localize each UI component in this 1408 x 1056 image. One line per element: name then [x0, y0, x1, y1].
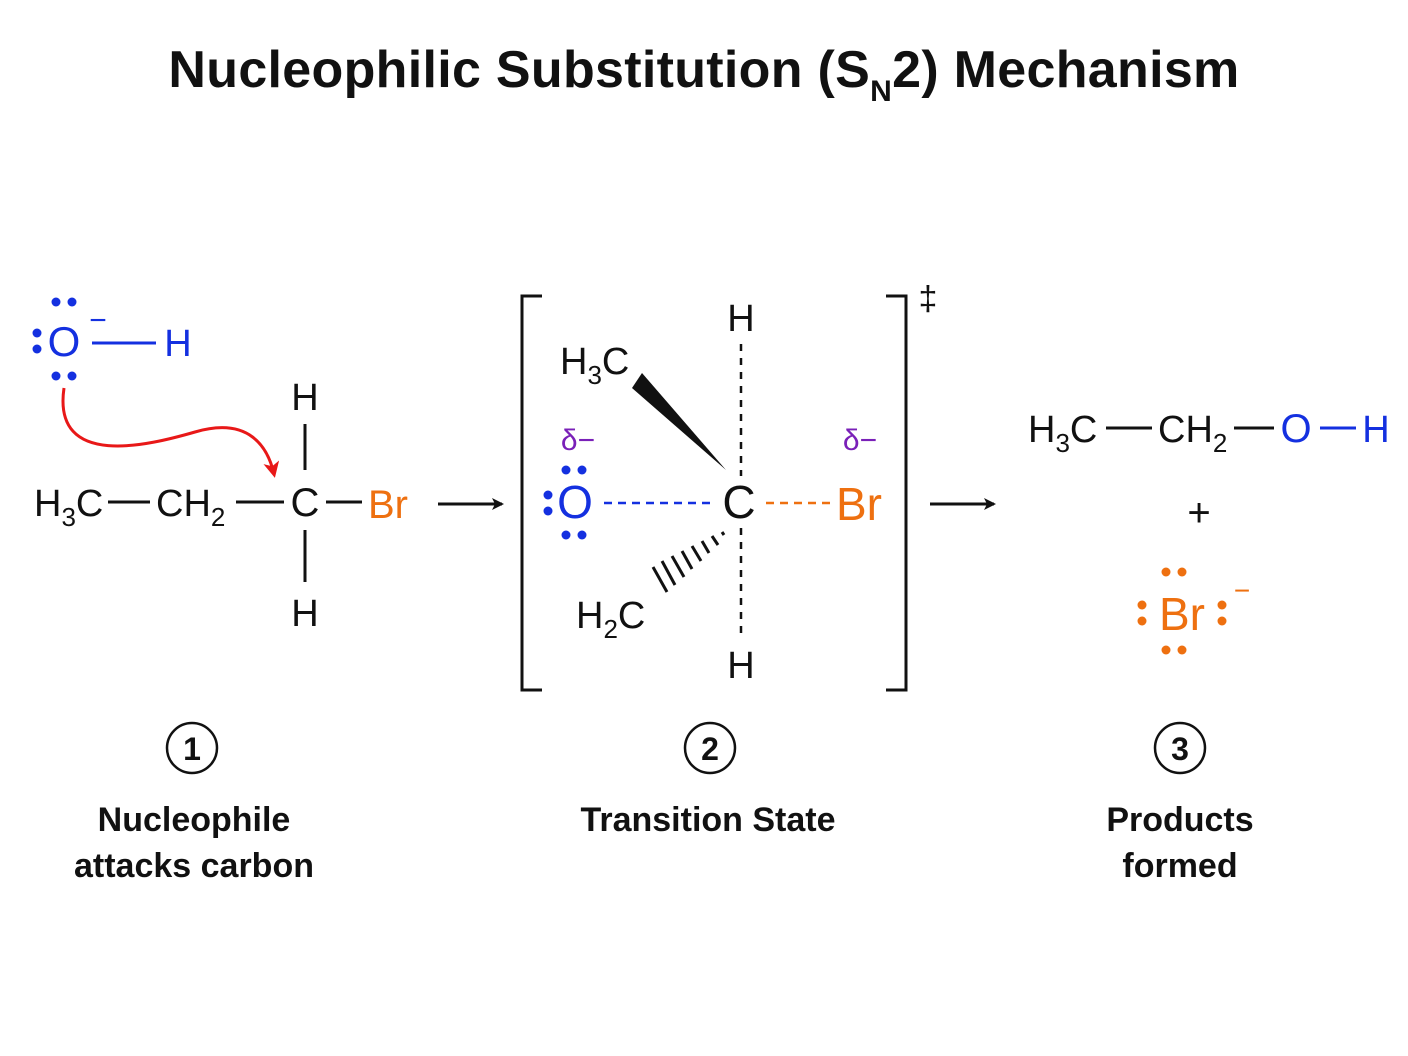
step-2-caption: Transition State	[528, 797, 888, 843]
product-bromide: Br −	[1137, 567, 1250, 655]
product-ethanol: H3C CH2 O H	[1028, 407, 1390, 458]
product-ch2: CH2	[1158, 409, 1227, 458]
bromide-lone-pairs	[1137, 567, 1227, 655]
step-2-line-1: Transition State	[580, 801, 836, 839]
ts-delta-left: δ−	[561, 424, 595, 457]
page-title: Nucleophilic Substitution (SN2) Mechanis…	[168, 41, 1240, 108]
hydroxide-charge: −	[89, 304, 107, 337]
step-1-line-1: Nucleophile	[97, 801, 291, 839]
step-3-line-2: formed	[1122, 847, 1238, 885]
step-3-badge: 3	[1153, 721, 1207, 775]
ts-bromine: Br	[836, 478, 882, 530]
substrate-bromine: Br	[368, 483, 408, 527]
ts-hash-bond	[651, 531, 726, 593]
hydroxide-oxygen: O	[48, 318, 81, 365]
step-1-caption: Nucleophile attacks carbon	[14, 797, 374, 889]
nucleophile-hydroxide: O − H	[32, 297, 192, 381]
hydroxide-hydrogen: H	[164, 323, 191, 365]
product-oxygen: O	[1280, 407, 1311, 451]
product-plus: +	[1187, 491, 1210, 535]
ts-wedge-bond	[632, 373, 726, 470]
substrate-carbon: C	[291, 481, 320, 525]
oxygen-lone-pairs	[32, 297, 77, 381]
product-ch3: H3C	[1028, 409, 1097, 458]
step-3-line-1: Products	[1106, 801, 1254, 839]
step-1-badge: 1	[165, 721, 219, 775]
attack-arrow	[61, 387, 280, 478]
substrate-h-top: H	[291, 377, 318, 419]
ts-h-top: H	[727, 298, 754, 340]
substrate-ch3: H3C	[34, 483, 103, 532]
step-1-line-2: attacks carbon	[74, 847, 314, 885]
step-3-caption: Products formed	[1000, 797, 1360, 889]
substrate-h-bottom: H	[291, 593, 318, 635]
transition-state: ‡ H C H H3C H2C O δ− Br δ−	[520, 280, 938, 692]
ts-h-bottom: H	[727, 645, 754, 687]
double-dagger: ‡	[919, 280, 938, 318]
step-3-number: 3	[1171, 731, 1189, 767]
ts-ch2: H2C	[576, 595, 645, 644]
bromide-charge: −	[1234, 575, 1250, 606]
substrate-ch2: CH2	[156, 483, 225, 532]
left-bracket	[520, 294, 542, 692]
ts-oxygen-lone-pairs	[543, 465, 587, 540]
substrate-bromoethane: H3C CH2 C H H Br	[34, 377, 408, 635]
product-hydrogen: H	[1362, 409, 1389, 451]
bromide-symbol: Br	[1159, 588, 1205, 640]
step-2-badge: 2	[683, 721, 737, 775]
right-bracket	[886, 294, 908, 692]
step-2-number: 2	[701, 731, 719, 767]
ts-ch3: H3C	[560, 341, 629, 390]
step-1-number: 1	[183, 731, 201, 767]
ts-oxygen: O	[557, 476, 593, 528]
ts-carbon: C	[722, 476, 755, 528]
ts-delta-right: δ−	[843, 424, 877, 457]
